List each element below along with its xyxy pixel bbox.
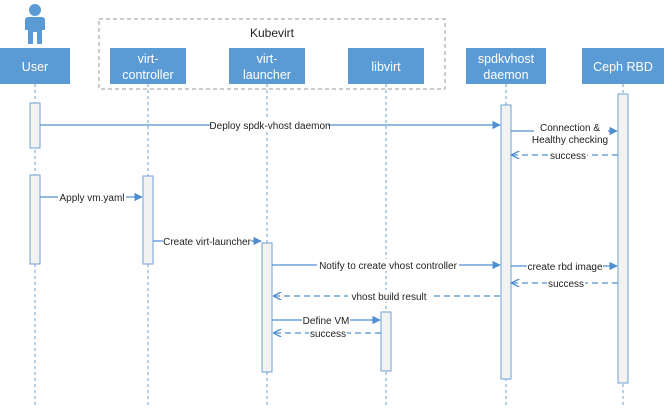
participant-virt-controller-label-line2: controller (122, 68, 173, 82)
message-success-3: success (274, 327, 381, 340)
message-create-rbd: create rbd image (511, 260, 618, 273)
message-vhost-result-label: vhost build result (351, 292, 426, 303)
participant-virt-controller: virt- controller (110, 48, 186, 84)
message-create-launcher: Create virt-launcher (153, 235, 262, 248)
message-deploy-label: Deploy spdk-vhost daemon (209, 121, 330, 132)
message-notify-label: Notify to create vhost controller (319, 261, 458, 272)
kubevirt-group-frame (98, 18, 446, 90)
activation-user-2 (29, 174, 41, 265)
message-create-launcher-label: Create virt-launcher (163, 237, 251, 248)
message-connection-label-line2: Healthy checking (532, 135, 608, 146)
participant-libvirt: libvirt (348, 48, 424, 84)
message-apply: Apply vm.yaml (40, 191, 143, 204)
participant-virt-controller-label-line1: virt- (138, 52, 159, 66)
participant-user-label: User (22, 60, 48, 74)
participant-virt-launcher: virt- launcher (229, 48, 305, 84)
participant-ceph-rbd-label: Ceph RBD (593, 60, 653, 74)
message-create-rbd-label: create rbd image (527, 262, 602, 273)
participant-user: User (0, 48, 70, 84)
participant-virt-launcher-label-line2: launcher (243, 68, 291, 82)
participant-spdkvhost-daemon-label-line1: spdkvhost (478, 52, 535, 66)
activation-ceph-rbd (617, 93, 629, 384)
activation-user-1 (29, 102, 41, 149)
message-vhost-result: vhost build result (274, 290, 500, 303)
message-connection-label-line1: Connection & (540, 123, 600, 134)
participant-spdkvhost-daemon-label-line2: daemon (483, 68, 528, 82)
participant-ceph-rbd: Ceph RBD (582, 48, 664, 84)
message-connection: Connection & Healthy checking (511, 122, 618, 146)
participant-libvirt-label: libvirt (371, 60, 401, 74)
participant-spdkvhost-daemon: spdkvhost daemon (466, 48, 546, 84)
message-success-3-label: success (310, 329, 346, 340)
person-icon (25, 4, 45, 44)
activation-virt-launcher (261, 242, 273, 373)
activation-libvirt (380, 311, 392, 372)
message-success-1-label: success (550, 151, 586, 162)
activation-bars (29, 93, 629, 384)
message-success-2-label: success (548, 279, 584, 290)
message-deploy: Deploy spdk-vhost daemon (40, 119, 501, 132)
participant-virt-launcher-label-line1: virt- (257, 52, 278, 66)
kubevirt-group-label: Kubevirt (250, 26, 295, 40)
message-apply-label: Apply vm.yaml (59, 193, 124, 204)
message-success-2: success (512, 277, 618, 290)
activation-virt-controller (142, 175, 154, 265)
message-define-vm: Define VM (272, 314, 381, 327)
message-notify: Notify to create vhost controller (272, 259, 501, 272)
activation-spdkvhost-daemon (500, 104, 512, 380)
message-success-1: success (512, 149, 618, 162)
message-define-vm-label: Define VM (303, 316, 350, 327)
